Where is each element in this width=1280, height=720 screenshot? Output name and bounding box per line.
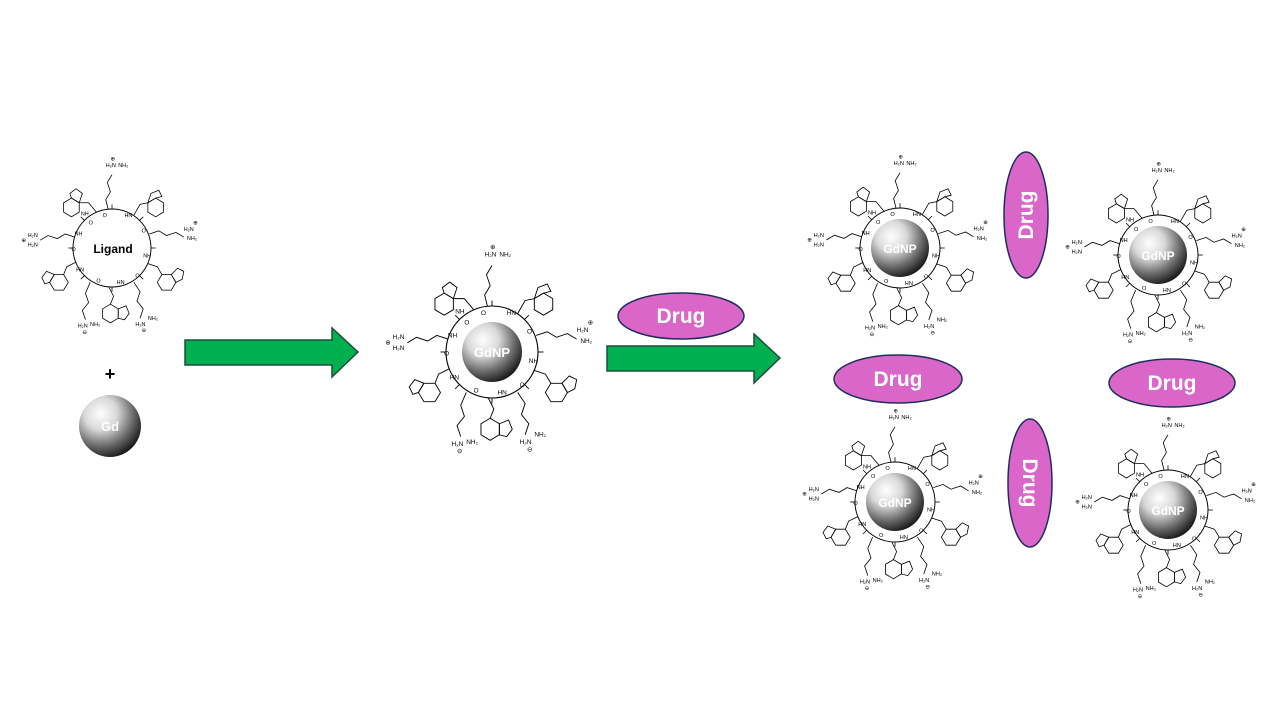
drug-ellipse: Drug [1007,418,1053,548]
ligand-coated-nanoparticle: GdNP [384,243,594,456]
right-arrow-icon [606,332,782,385]
nanoparticle-label: GdNP [883,242,916,256]
gd-sphere-icon: Gd [79,395,141,457]
drug-label: Drug [1015,191,1038,240]
drug-ellipse: Drug [1108,358,1236,408]
nanoparticle-label: GdNP [1141,249,1174,263]
ligand-label: Ligand [93,242,132,256]
ligand-structure: Ligand [21,156,199,337]
drug-label: Drug [1018,459,1041,508]
gd-label: Gd [101,419,119,434]
ligand-coated-nanoparticle: GdNP [1074,415,1257,601]
drug-label: Drug [874,368,923,391]
drug-ellipse: Drug [833,354,963,404]
drug-ellipse: Drug [617,292,745,340]
ligand-coated-nanoparticle: GdNP [806,153,989,339]
ligand-coated-nanoparticle: GdNP [801,407,984,593]
plus-sign: + [105,364,116,384]
drug-label: Drug [657,305,706,328]
nanoparticle-label: GdNP [474,345,510,360]
drug-label: Drug [1148,372,1197,395]
right-arrow-icon [184,326,360,379]
nanoparticle-label: GdNP [1151,504,1184,518]
ligand-coated-nanoparticle: GdNP [1064,160,1247,346]
drug-ellipse: Drug [1003,151,1049,279]
nanoparticle-label: GdNP [878,496,911,510]
